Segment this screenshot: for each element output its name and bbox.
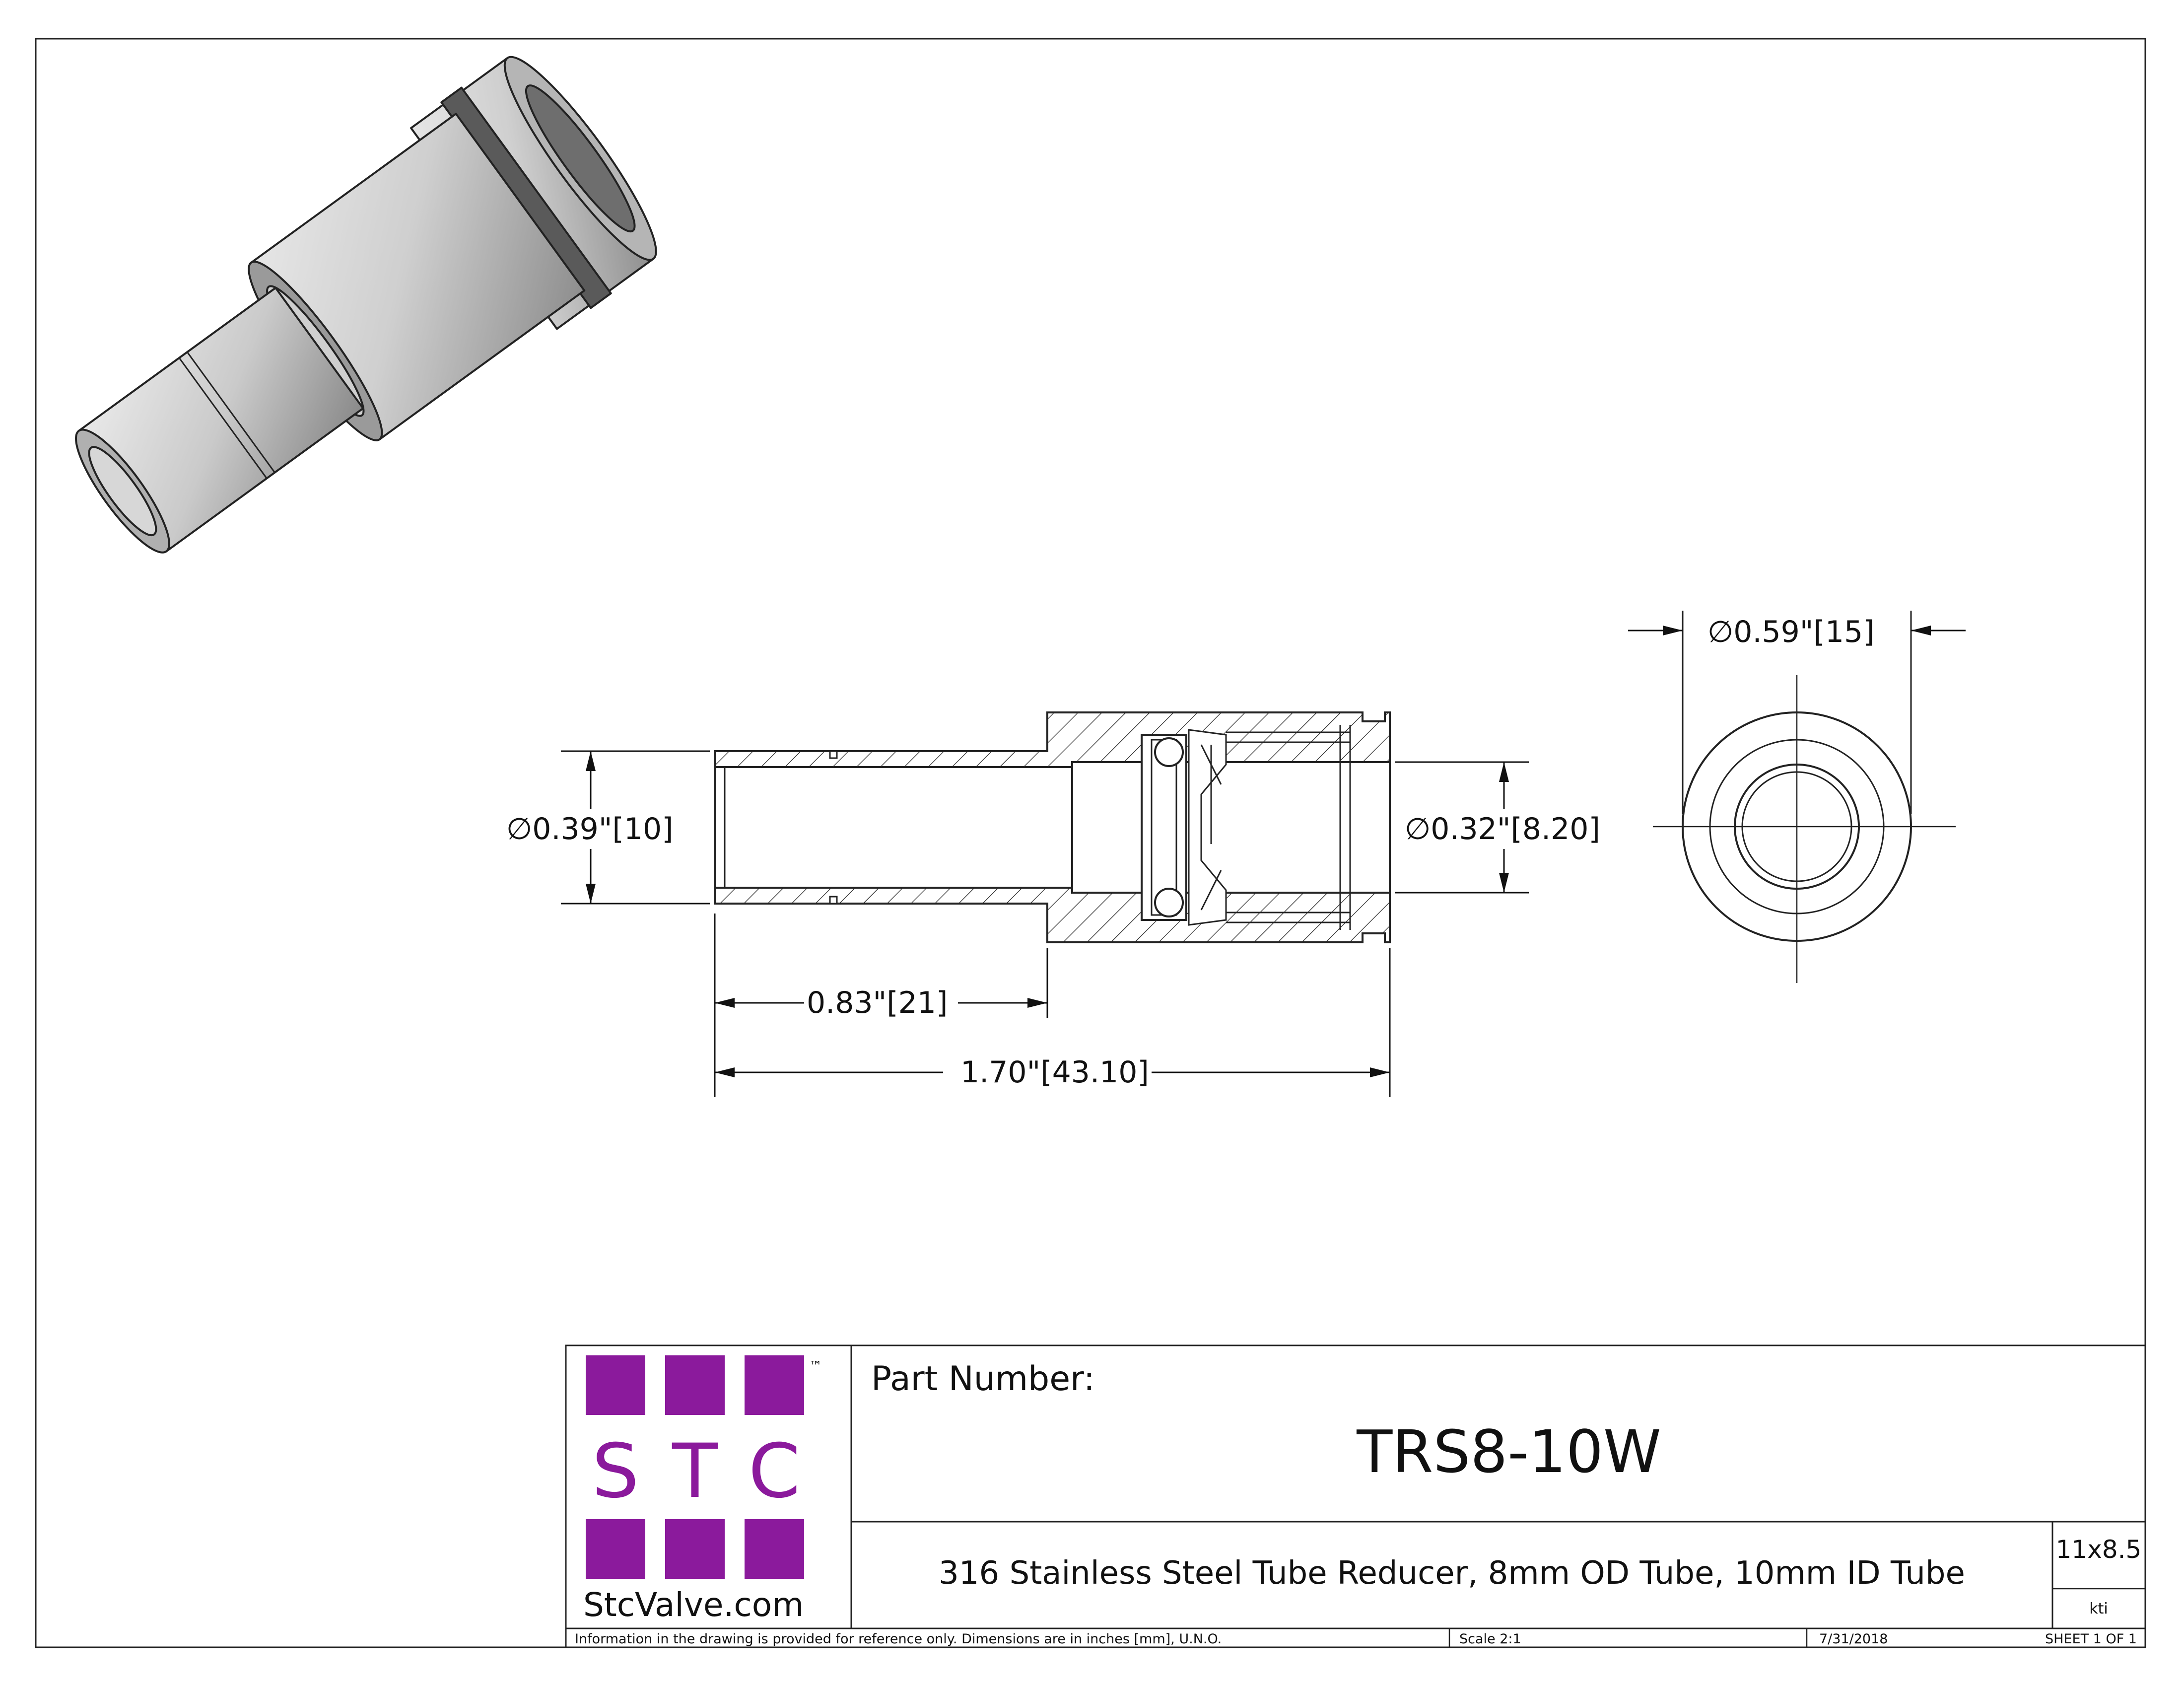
logo-letter-c: C <box>749 1428 801 1515</box>
drawing-scale: Scale 2:1 <box>1459 1631 1521 1647</box>
section-view <box>714 711 1391 943</box>
part-number: TRS8-10W <box>1356 1417 1661 1486</box>
end-view <box>1628 611 1966 983</box>
part-number-label: Part Number: <box>871 1359 1095 1399</box>
drawing-date: 7/31/2018 <box>1819 1631 1888 1647</box>
part-description: 316 Stainless Steel Tube Reducer, 8mm OD… <box>939 1555 1965 1592</box>
title-block <box>565 1344 2146 1648</box>
dim-right-diameter: ∅0.32"[8.20] <box>1405 812 1600 846</box>
dim-short-length: 0.83"[21] <box>807 985 948 1020</box>
section-dimensions <box>561 750 1529 1097</box>
logo-site: StcValve.com <box>583 1586 804 1624</box>
drawn-by: kti <box>2089 1600 2108 1618</box>
logo-trademark: ™ <box>809 1359 822 1374</box>
isometric-view <box>75 56 657 554</box>
drawing-note: Information in the drawing is provided f… <box>575 1631 1222 1647</box>
sheet-number: SHEET 1 OF 1 <box>2045 1631 2137 1647</box>
logo-letter-s: S <box>592 1428 639 1515</box>
stc-logo: S T C ™ <box>586 1355 822 1579</box>
dim-left-diameter: ∅0.39"[10] <box>506 812 674 846</box>
sheet-size: 11x8.5 <box>2056 1535 2142 1564</box>
dim-total-length: 1.70"[43.10] <box>960 1055 1149 1090</box>
dim-outer-diameter: ∅0.59"[15] <box>1707 615 1875 649</box>
logo-letter-t: T <box>672 1428 718 1515</box>
